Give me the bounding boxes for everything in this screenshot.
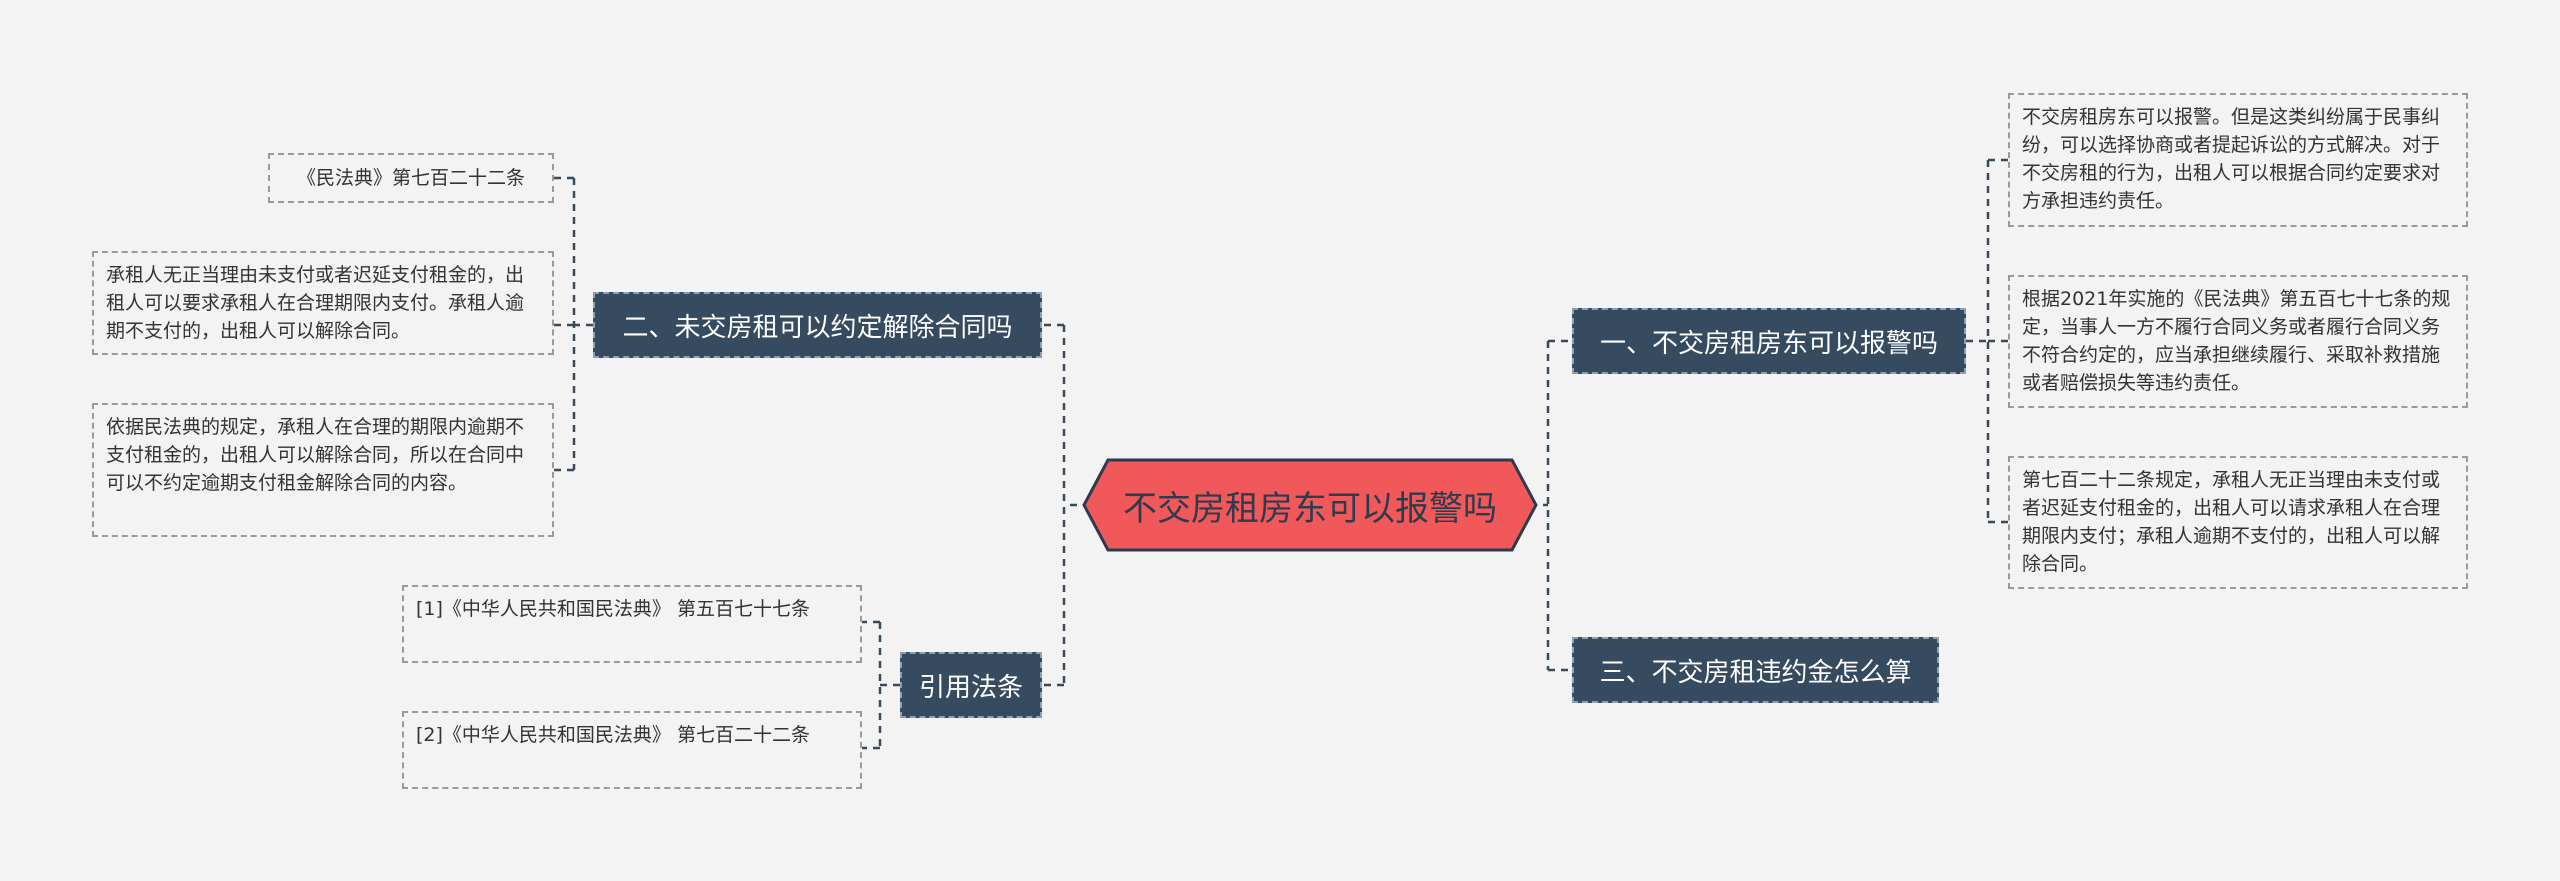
- leaf-t4-a[interactable]: [1]《中华人民共和国民法典》 第五百七十七条: [402, 585, 862, 663]
- root-node-shape: [1082, 458, 1538, 552]
- leaf-t4-b[interactable]: [2]《中华人民共和国民法典》 第七百二十二条: [402, 711, 862, 789]
- topic-node-1[interactable]: 一、不交房租房东可以报警吗: [1572, 308, 1966, 374]
- connector-root-left: [1042, 323, 1090, 687]
- leaf-t2-a[interactable]: 《民法典》第七百二十二条: [268, 153, 554, 203]
- connector-t1-leaves: [1966, 158, 2008, 524]
- connector-t2-leaves: [554, 176, 593, 472]
- topic-node-4[interactable]: 引用法条: [900, 652, 1042, 718]
- leaf-t1-b[interactable]: 根据2021年实施的《民法典》第五百七十七条的规定，当事人一方不履行合同义务或者…: [2008, 275, 2468, 408]
- connector-t4-leaves: [862, 620, 900, 750]
- leaf-t1-c[interactable]: 第七百二十二条规定，承租人无正当理由未支付或者迟延支付租金的，出租人可以请求承租…: [2008, 456, 2468, 589]
- connector-root-right: [1530, 339, 1572, 672]
- root-node[interactable]: 不交房租房东可以报警吗: [1123, 488, 1497, 529]
- topic-node-2[interactable]: 二、未交房租可以约定解除合同吗: [593, 292, 1042, 358]
- topic-node-3[interactable]: 三、不交房租违约金怎么算: [1572, 637, 1939, 703]
- leaf-t2-b[interactable]: 承租人无正当理由未支付或者迟延支付租金的，出租人可以要求承租人在合理期限内支付。…: [92, 251, 554, 355]
- connectors: [554, 158, 2008, 750]
- leaf-t1-a[interactable]: 不交房租房东可以报警。但是这类纠纷属于民事纠纷，可以选择协商或者提起诉讼的方式解…: [2008, 93, 2468, 227]
- leaf-t2-c[interactable]: 依据民法典的规定，承租人在合理的期限内逾期不支付租金的，出租人可以解除合同，所以…: [92, 403, 554, 537]
